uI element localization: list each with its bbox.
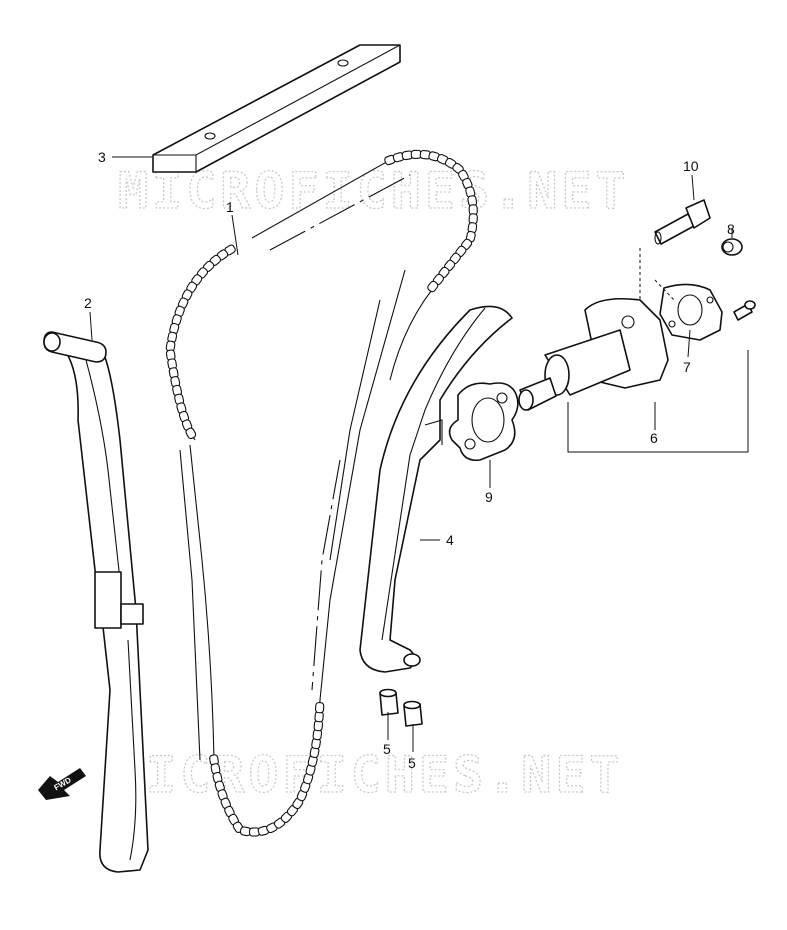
callout-10: 10 (683, 158, 699, 174)
part-4-chain-guide (359, 305, 513, 673)
chain-link (427, 280, 439, 293)
part-9-gasket (448, 382, 519, 462)
callout-3: 3 (98, 149, 106, 165)
callout-5-left: 5 (383, 741, 391, 757)
callout-4: 4 (446, 532, 454, 548)
watermark-bottom: MICROFICHES.NET (112, 746, 624, 804)
forward-direction-badge: FWD (38, 768, 86, 800)
callout-5-right: 5 (408, 755, 416, 771)
assembly-guide-lines (639, 248, 675, 301)
callout-numbers: 3 1 2 4 5 5 6 7 8 9 10 (84, 149, 735, 771)
watermark-top: MICROFICHES.NET (118, 162, 630, 220)
chain-link (185, 427, 197, 440)
part-7-cap-plate (659, 283, 723, 341)
part-5-pin-left (379, 688, 399, 716)
part-8-washer (721, 238, 743, 256)
chain-link (315, 702, 325, 714)
callout-8: 8 (727, 221, 735, 237)
part-2-tensioner-arm (43, 331, 149, 873)
part-6-tensioner-assembly (518, 297, 749, 453)
part-10-bolt (654, 199, 711, 245)
small-screw (733, 300, 756, 321)
callout-leaders (89, 156, 733, 752)
callout-2: 2 (84, 295, 92, 311)
callout-6: 6 (650, 430, 658, 446)
callout-1: 1 (226, 199, 234, 215)
part-1-cam-chain (165, 149, 478, 837)
callout-7: 7 (683, 359, 691, 375)
chain-links (165, 149, 478, 837)
part-5-pin-right (403, 700, 423, 727)
part-3-top-guide (152, 44, 401, 173)
callout-9: 9 (485, 489, 493, 505)
